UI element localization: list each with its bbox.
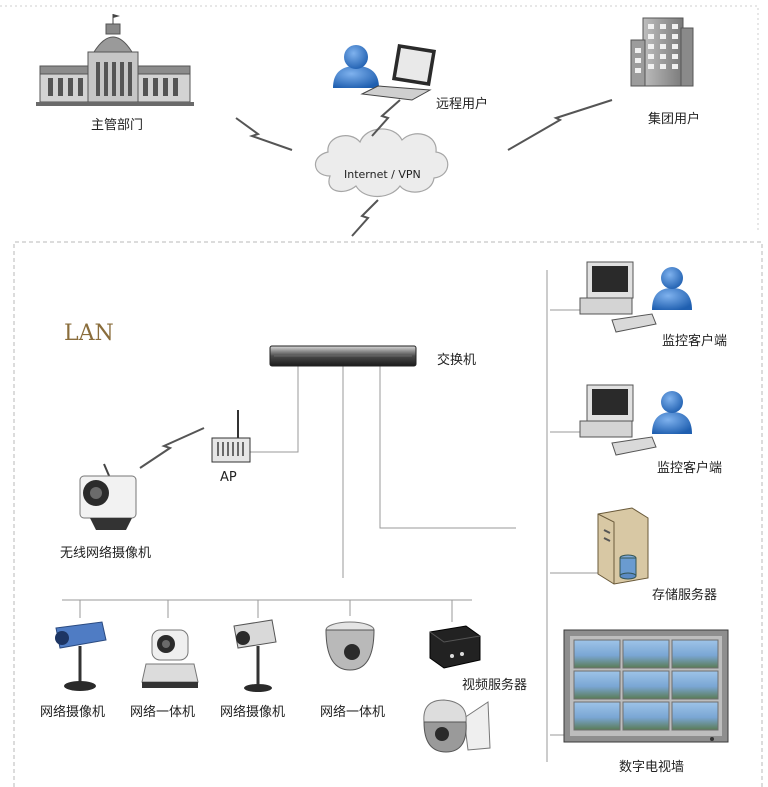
box-camera-icon bbox=[233, 619, 277, 692]
wireless-camera-label: 无线网络摄像机 bbox=[60, 546, 152, 561]
link-bolt-authority bbox=[235, 117, 293, 151]
monitor-client-label-1: 监控客户端 bbox=[662, 334, 728, 349]
video-wall-label: 数字电视墙 bbox=[619, 760, 685, 775]
switch-icon bbox=[269, 345, 417, 367]
remote-user-icon bbox=[333, 45, 379, 88]
storage-server-label: 存储服务器 bbox=[652, 588, 718, 603]
access-point-icon bbox=[211, 410, 251, 463]
ptz-camera-icon bbox=[141, 629, 199, 688]
camera-label-1: 网络摄像机 bbox=[40, 705, 106, 720]
lan-region-border bbox=[13, 241, 763, 787]
dome-camera-icon bbox=[325, 621, 375, 671]
monitor-client-user-icon bbox=[652, 391, 692, 434]
group-user-label: 集团用户 bbox=[648, 112, 701, 127]
laptop-icon bbox=[360, 44, 436, 101]
dome-label-1: 网络一体机 bbox=[130, 705, 196, 720]
ptz-dome-camera-icon bbox=[423, 699, 491, 753]
remote-user-label: 远程用户 bbox=[436, 97, 489, 112]
monitor-client-user-icon bbox=[652, 267, 692, 310]
camera-label-2: 网络摄像机 bbox=[220, 705, 286, 720]
network-camera-icon bbox=[55, 621, 107, 691]
link-bolt-remote bbox=[371, 99, 401, 137]
wireless-camera-icon bbox=[79, 463, 137, 530]
link-bolt-lan bbox=[351, 199, 379, 237]
office-building-icon bbox=[630, 17, 694, 87]
storage-server-icon bbox=[597, 507, 649, 585]
internet-label: Internet / VPN bbox=[344, 168, 421, 181]
monitor-client-pc-icon bbox=[579, 384, 657, 456]
lan-label: LAN bbox=[64, 321, 114, 346]
link-bolt-wireless bbox=[139, 427, 205, 469]
dome-label-2: 网络一体机 bbox=[320, 705, 386, 720]
government-building-icon bbox=[36, 14, 194, 106]
video-server-label: 视频服务器 bbox=[462, 678, 528, 693]
authority-label: 主管部门 bbox=[91, 118, 144, 133]
video-wall-icon bbox=[563, 629, 729, 743]
monitor-client-label-2: 监控客户端 bbox=[657, 461, 723, 476]
switch-label: 交换机 bbox=[437, 353, 477, 368]
ap-label: AP bbox=[220, 470, 237, 485]
lan-wiring bbox=[62, 270, 600, 762]
monitor-client-pc-icon bbox=[579, 261, 657, 333]
link-bolt-group bbox=[507, 99, 613, 151]
video-server-icon bbox=[429, 625, 481, 669]
internet-cloud-icon bbox=[314, 128, 449, 198]
